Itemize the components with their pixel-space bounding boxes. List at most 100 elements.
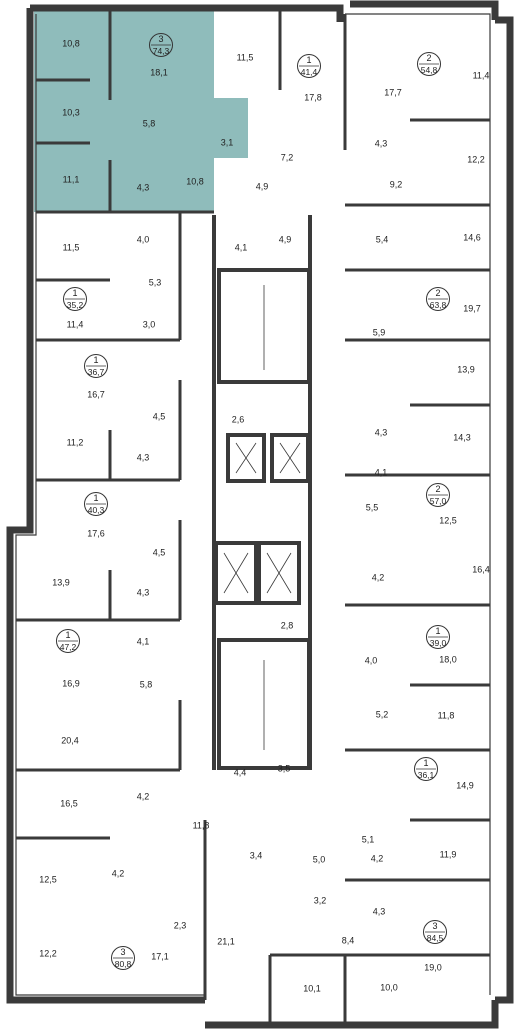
- room-area-label: 12,2: [467, 154, 485, 164]
- room-area-label: 16,4: [472, 564, 490, 574]
- room-area-label: 13,9: [52, 577, 70, 587]
- badge-circle: [111, 946, 135, 970]
- room-area-label: 3,1: [221, 137, 234, 147]
- room-area-label: 10,0: [380, 982, 398, 992]
- facade-right: [495, 16, 514, 1004]
- lift-cross-4: [266, 552, 292, 594]
- left-partitions: [16, 10, 214, 1000]
- room-area-label: 4,3: [137, 587, 150, 597]
- apartment-badges: 374,3141,4254,8135,2263,8136,7140,3257,0…: [56, 33, 450, 970]
- room-area-label: 4,2: [112, 868, 125, 878]
- badge-rooms: 1: [93, 355, 98, 365]
- badge-area: 80,8: [115, 959, 132, 969]
- badge-circle: [423, 920, 447, 944]
- room-area-label: 2,8: [281, 620, 294, 630]
- room-area-label: 13,9: [457, 364, 475, 374]
- apartment-badge[interactable]: 141,4: [297, 54, 321, 78]
- room-area-label: 19,0: [424, 962, 442, 972]
- inner-outline-right: [345, 13, 491, 995]
- room-area-label: 4,1: [375, 467, 388, 477]
- room-area-label: 12,5: [439, 515, 457, 525]
- apartment-badge[interactable]: 135,2: [63, 287, 87, 311]
- room-area-label: 10,3: [62, 107, 80, 117]
- room-area-label: 4,3: [375, 427, 388, 437]
- room-area-label: 5,1: [362, 834, 375, 844]
- apartment-badge[interactable]: 147,2: [56, 629, 80, 653]
- lift-cross-1: [235, 442, 257, 474]
- room-area-label: 4,2: [372, 572, 385, 582]
- apartment-badge[interactable]: 136,7: [84, 354, 108, 378]
- badge-rooms: 1: [306, 55, 311, 65]
- badge-rooms: 1: [72, 288, 77, 298]
- room-area-label: 4,4: [234, 767, 247, 777]
- room-area-label: 11,8: [193, 820, 210, 830]
- lift-cross-3: [223, 552, 249, 594]
- room-area-label: 5,8: [140, 679, 153, 689]
- badge-circle: [417, 52, 441, 76]
- room-area-label: 19,7: [463, 303, 481, 313]
- room-area-label: 4,9: [256, 181, 269, 191]
- badge-area: 36,1: [418, 770, 435, 780]
- room-area-label: 4,0: [365, 655, 378, 665]
- apartment-badge[interactable]: 384,5: [423, 920, 447, 944]
- room-area-label: 17,6: [87, 528, 105, 538]
- room-area-label: 4,5: [153, 547, 166, 557]
- room-area-label: 18,1: [150, 67, 168, 77]
- room-area-label: 14,3: [453, 432, 471, 442]
- apartment-badge[interactable]: 254,8: [417, 52, 441, 76]
- badge-area: 54,8: [421, 65, 438, 75]
- apartment-badge[interactable]: 136,1: [414, 757, 438, 781]
- badge-area: 63,8: [430, 300, 447, 310]
- badge-area: 57,0: [430, 496, 447, 506]
- apartment-badge[interactable]: 263,8: [426, 287, 450, 311]
- room-area-label: 14,9: [456, 780, 474, 790]
- outer-walls: [6, 0, 514, 1029]
- room-area-label: 3,4: [250, 850, 263, 860]
- room-area-label: 17,7: [384, 87, 402, 97]
- room-area-label: 14,6: [463, 232, 481, 242]
- badge-area: 74,3: [153, 46, 170, 56]
- badge-rooms: 1: [435, 626, 440, 636]
- room-area-label: 17,8: [304, 92, 322, 102]
- room-area-label: 11,5: [63, 242, 80, 252]
- badge-circle: [414, 757, 438, 781]
- apartment-highlight-74-3[interactable]: [34, 10, 248, 212]
- badge-area: 84,5: [427, 933, 444, 943]
- apartment-badge[interactable]: 380,8: [111, 946, 135, 970]
- room-area-label: 4,1: [235, 242, 248, 252]
- room-area-label: 16,9: [62, 678, 80, 688]
- badge-area: 47,2: [60, 642, 77, 652]
- apartment-badge[interactable]: 374,3: [149, 33, 173, 57]
- stair-upper: [217, 268, 311, 384]
- room-area-label: 7,2: [281, 152, 294, 162]
- room-area-label: 18,0: [439, 654, 457, 664]
- right-partitions: [268, 8, 490, 1025]
- room-area-label: 4,3: [375, 138, 388, 148]
- lift-3: [214, 541, 258, 605]
- room-area-label: 2,3: [174, 920, 187, 930]
- room-area-label: 16,5: [60, 798, 78, 808]
- badge-rooms: 2: [435, 484, 440, 494]
- room-area-label: 4,5: [153, 411, 166, 421]
- room-area-label: 10,8: [186, 176, 204, 186]
- room-area-label: 5,0: [313, 854, 326, 864]
- badge-circle: [149, 33, 173, 57]
- room-area-label: 3,0: [143, 319, 156, 329]
- apartment-badge[interactable]: 139,0: [426, 625, 450, 649]
- badge-rooms: 3: [432, 921, 437, 931]
- badge-rooms: 3: [158, 34, 163, 44]
- highlight-fill: [34, 10, 214, 212]
- room-area-label: 17,1: [151, 951, 169, 961]
- room-area-label: 5,4: [376, 234, 389, 244]
- room-area-label: 10,1: [303, 983, 321, 993]
- room-labels: 10,818,110,35,83,111,14,310,811,517,87,2…: [39, 38, 490, 993]
- badge-circle: [426, 483, 450, 507]
- apartment-badge[interactable]: 140,3: [84, 492, 108, 516]
- lift-crosses: [223, 285, 301, 750]
- apartment-badge[interactable]: 257,0: [426, 483, 450, 507]
- room-area-label: 5,8: [143, 118, 156, 128]
- room-area-label: 16,7: [87, 389, 105, 399]
- room-area-label: 4,3: [137, 182, 150, 192]
- badge-area: 40,3: [88, 505, 105, 515]
